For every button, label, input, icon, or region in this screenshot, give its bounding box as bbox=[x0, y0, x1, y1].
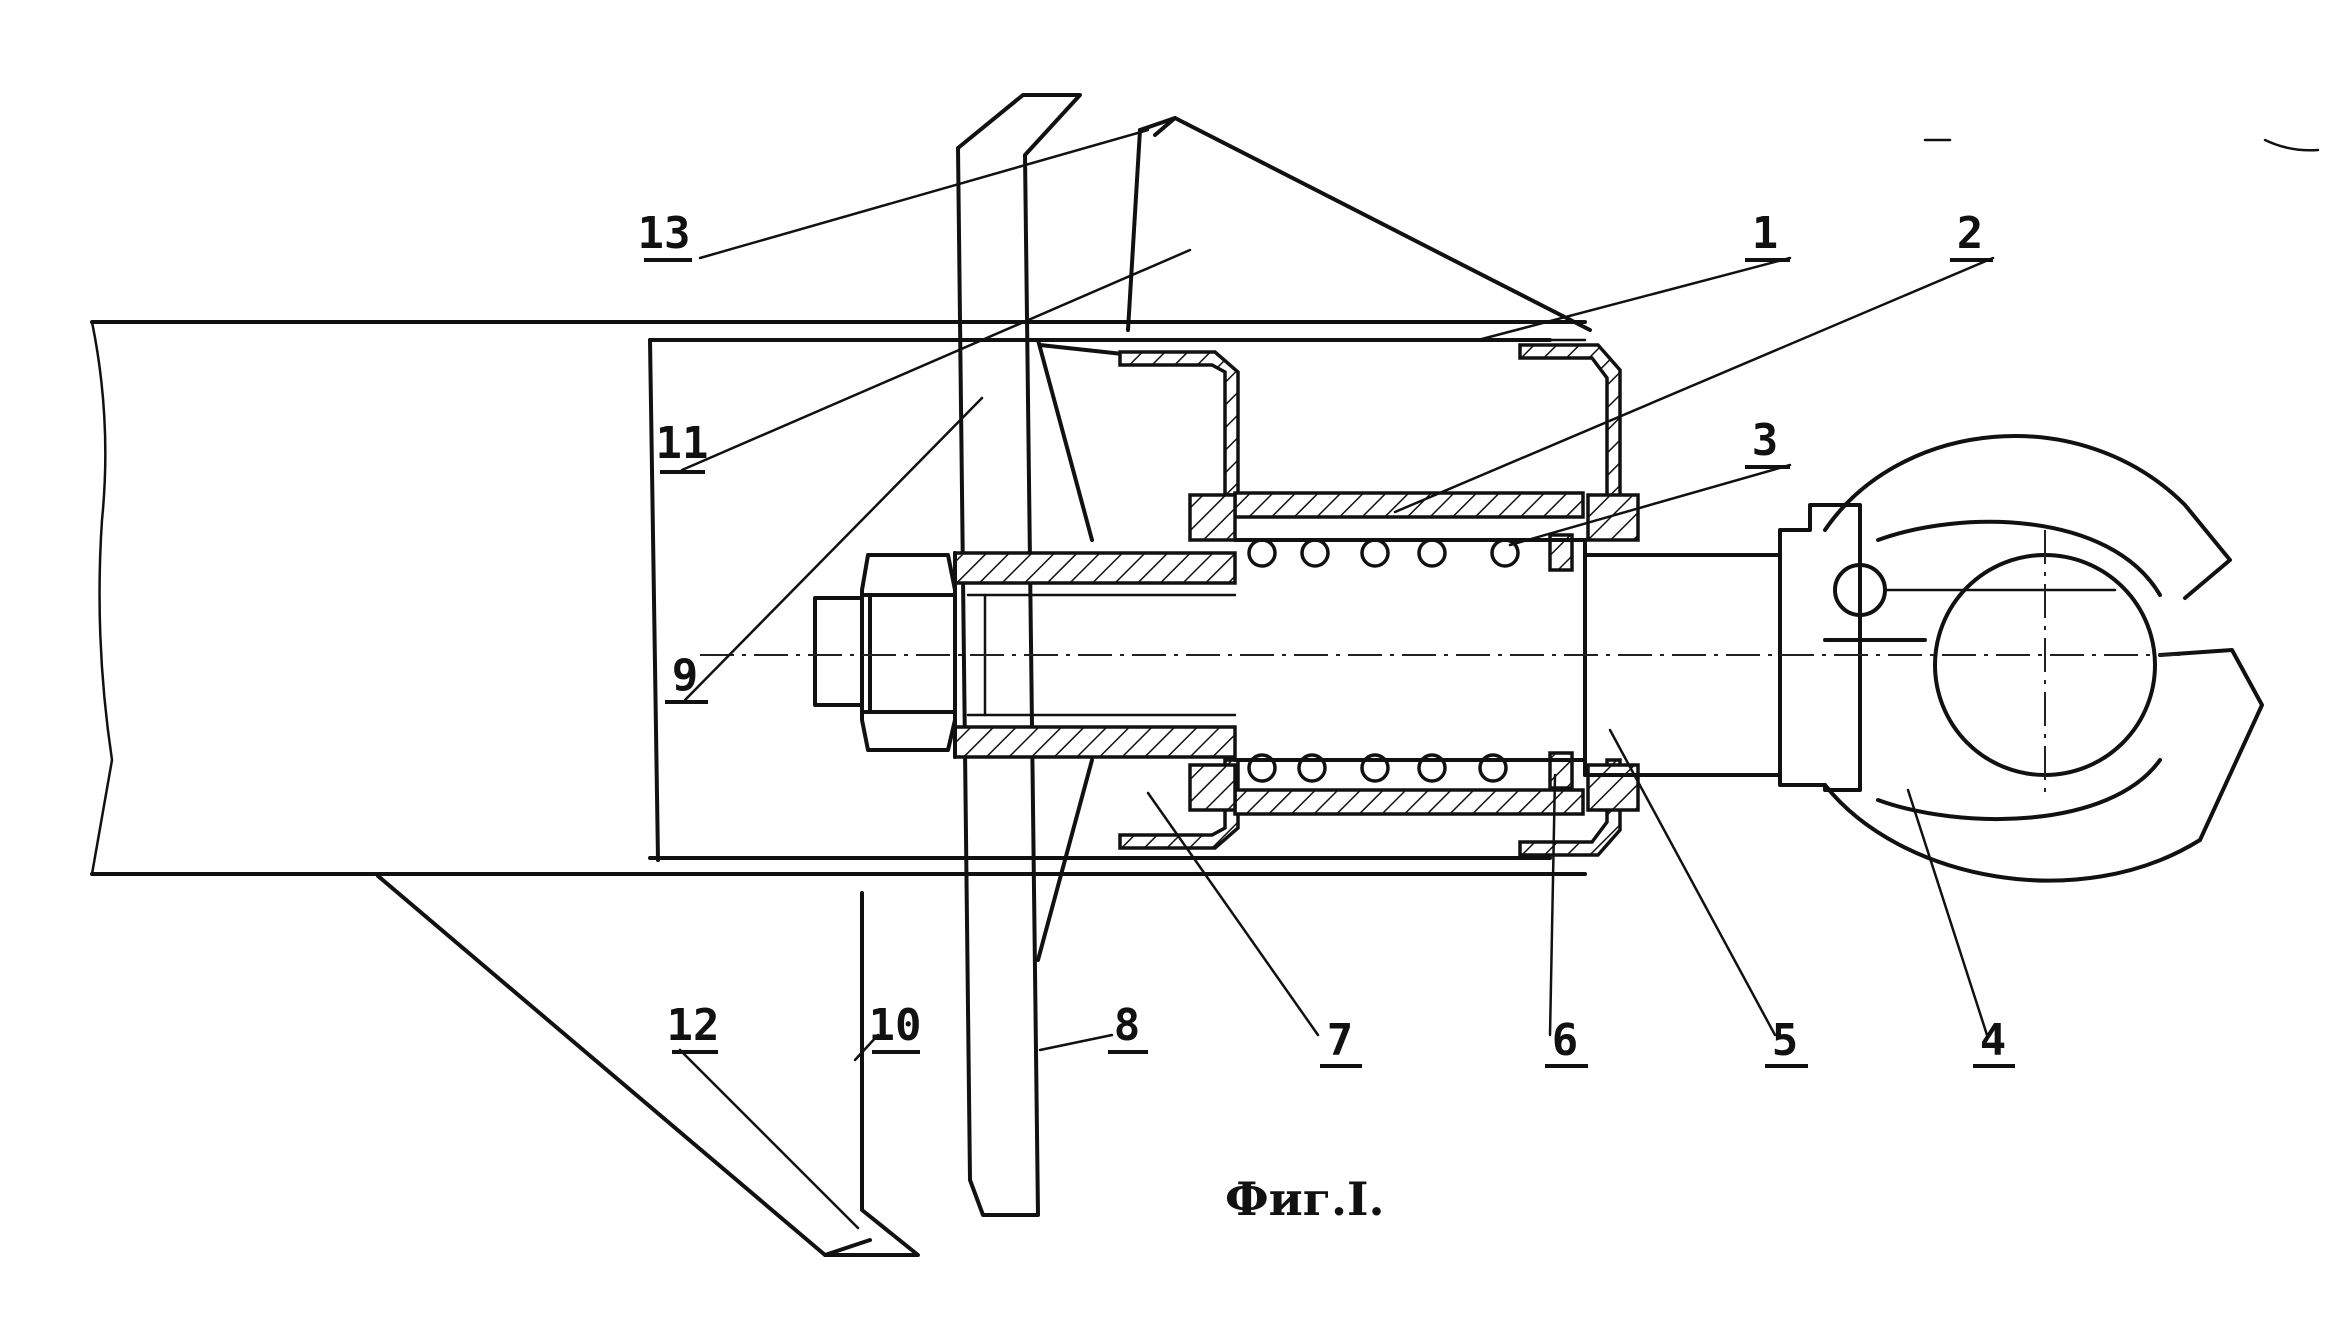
stray-mark bbox=[2263, 138, 2320, 152]
spring bbox=[1247, 533, 1574, 790]
bushing bbox=[1188, 491, 1640, 816]
label-4: 4 bbox=[1973, 1015, 2015, 1068]
nut-bolt bbox=[813, 553, 957, 752]
label-1: 1 bbox=[1745, 208, 1790, 262]
label-12: 12 bbox=[667, 1000, 720, 1054]
figure-caption: Фиг.I. bbox=[1225, 1172, 1385, 1226]
svg-text:8: 8 bbox=[1114, 1000, 1141, 1051]
svg-text:12: 12 bbox=[667, 1000, 720, 1051]
svg-text:10: 10 bbox=[869, 1000, 922, 1051]
clamp bbox=[1778, 434, 2264, 883]
label-2: 2 bbox=[1950, 208, 1993, 262]
svg-text:11: 11 bbox=[656, 418, 709, 469]
label-13: 13 bbox=[638, 208, 692, 262]
label-8: 8 bbox=[1108, 1000, 1148, 1054]
label-11: 11 bbox=[656, 418, 709, 474]
main-tube bbox=[90, 320, 1587, 876]
label-9: 9 bbox=[665, 650, 708, 704]
svg-text:4: 4 bbox=[1980, 1015, 2007, 1066]
shaft bbox=[1233, 538, 1782, 777]
label-7: 7 bbox=[1320, 1015, 1362, 1068]
svg-text:3: 3 bbox=[1752, 415, 1779, 466]
svg-text:7: 7 bbox=[1327, 1015, 1354, 1066]
lower-wedge-plate bbox=[376, 874, 920, 1257]
leader-lines bbox=[678, 128, 1995, 1230]
label-3: 3 bbox=[1745, 415, 1790, 469]
svg-text:5: 5 bbox=[1772, 1015, 1799, 1066]
svg-text:13: 13 bbox=[638, 208, 691, 259]
svg-text:2: 2 bbox=[1957, 208, 1984, 259]
label-5: 5 bbox=[1765, 1015, 1808, 1068]
upper-wedge-plate bbox=[1126, 116, 1592, 332]
svg-text:6: 6 bbox=[1552, 1015, 1579, 1066]
svg-text:9: 9 bbox=[672, 650, 699, 701]
labels: 13 1 2 3 11 9 12 10 bbox=[638, 208, 2015, 1068]
label-10: 10 bbox=[869, 1000, 922, 1054]
disk-blade bbox=[956, 93, 1134, 1217]
label-6: 6 bbox=[1545, 1015, 1588, 1068]
svg-text:1: 1 bbox=[1752, 208, 1779, 259]
